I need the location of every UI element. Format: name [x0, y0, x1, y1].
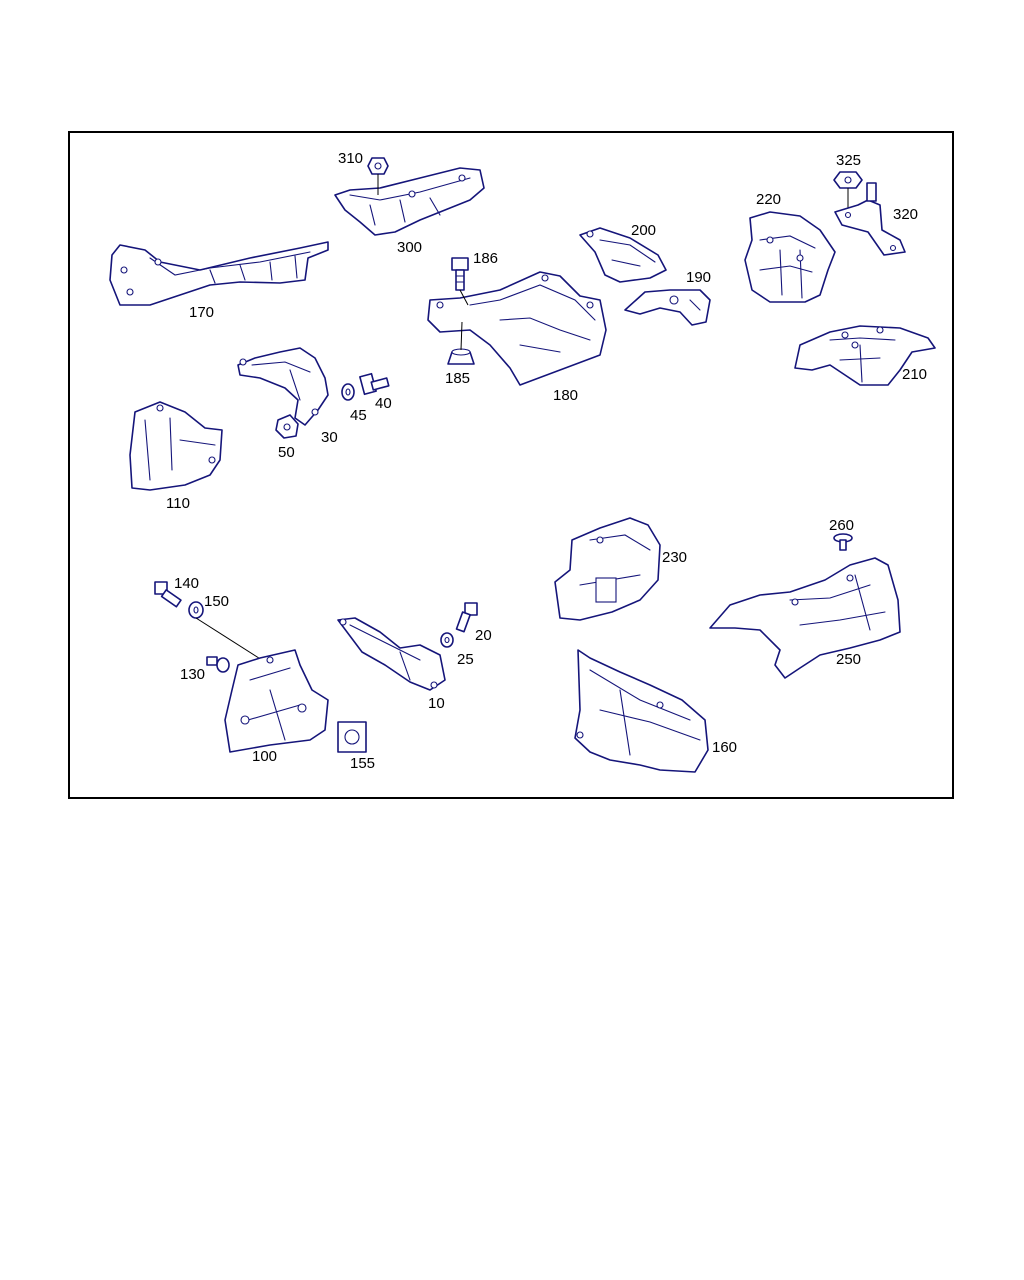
part-155-clip	[337, 721, 367, 753]
part-230-heat-shield	[554, 517, 661, 621]
part-30-heat-shield	[237, 347, 329, 426]
part-170-heat-shield	[109, 241, 329, 306]
part-300-heat-shield	[334, 167, 485, 236]
callout-150: 150	[204, 593, 229, 610]
callout-100: 100	[252, 748, 277, 765]
part-50-nut	[275, 414, 299, 439]
part-200-heat-shield	[579, 227, 667, 283]
callout-155: 155	[350, 755, 375, 772]
callout-180: 180	[553, 387, 578, 404]
part-40-bolt	[359, 372, 390, 396]
callout-185: 185	[445, 370, 470, 387]
callout-300: 300	[397, 239, 422, 256]
part-310-nut	[367, 157, 389, 175]
part-160-heat-shield	[574, 649, 709, 773]
callout-250: 250	[836, 651, 861, 668]
part-150-washer	[188, 601, 204, 619]
part-320-bracket	[834, 182, 906, 256]
callout-45: 45	[350, 407, 367, 424]
callout-170: 170	[189, 304, 214, 321]
callout-25: 25	[457, 651, 474, 668]
part-185-nut	[447, 348, 475, 365]
part-20-bolt	[455, 602, 478, 633]
callout-310: 310	[338, 150, 363, 167]
part-325-nut	[833, 171, 863, 189]
callout-160: 160	[712, 739, 737, 756]
callout-210: 210	[902, 366, 927, 383]
part-45-washer	[341, 383, 355, 401]
part-220-heat-shield	[744, 211, 836, 303]
callout-200: 200	[631, 222, 656, 239]
callout-186: 186	[473, 250, 498, 267]
part-10-heat-shield	[337, 617, 446, 691]
part-100-heat-shield	[224, 649, 329, 753]
part-140-bolt	[154, 581, 182, 608]
part-210-heat-shield	[794, 325, 936, 386]
part-186-bolt	[451, 257, 469, 291]
part-130-bolt	[206, 656, 230, 673]
callout-110: 110	[166, 495, 190, 512]
part-25-washer	[440, 632, 454, 648]
callout-20: 20	[475, 627, 492, 644]
callout-320: 320	[893, 206, 918, 223]
part-180-heat-shield	[427, 271, 607, 386]
part-260-clip	[833, 533, 853, 551]
callout-130: 130	[180, 666, 205, 683]
callout-325: 325	[836, 152, 861, 169]
callout-260: 260	[829, 517, 854, 534]
callout-30: 30	[321, 429, 338, 446]
callout-140: 140	[174, 575, 199, 592]
part-190-bracket	[624, 289, 711, 326]
callout-230: 230	[662, 549, 687, 566]
part-250-heat-shield	[709, 557, 901, 679]
callout-190: 190	[686, 269, 711, 286]
callout-labels: 310 300 170 186 200 190 220 325 320 210 …	[166, 150, 927, 772]
callout-50: 50	[278, 444, 295, 461]
callout-220: 220	[756, 191, 781, 208]
part-110-heat-shield	[129, 401, 223, 491]
callout-10: 10	[428, 695, 445, 712]
callout-40: 40	[375, 395, 392, 412]
